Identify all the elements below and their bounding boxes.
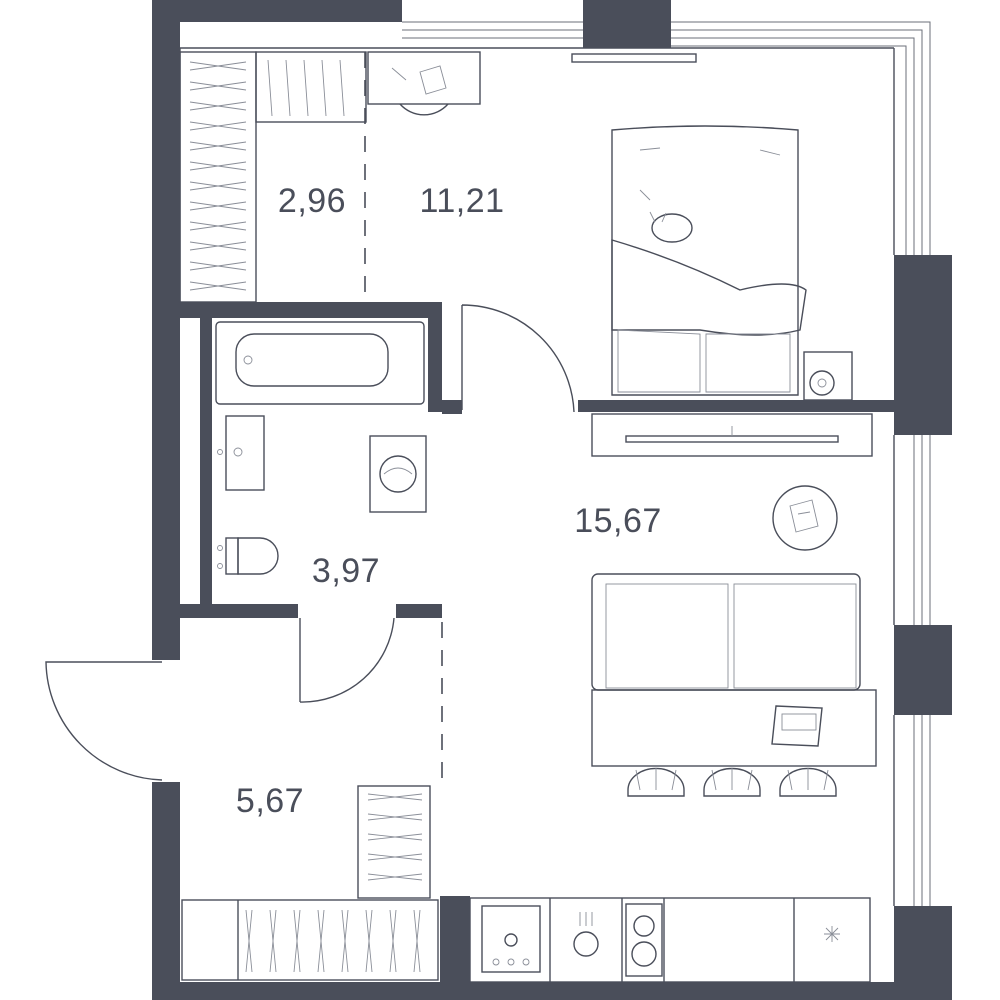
stove-icon bbox=[625, 903, 663, 977]
area-label-hallway: 5,67 bbox=[236, 782, 304, 820]
doors bbox=[45, 304, 575, 781]
kitchen-counter bbox=[469, 897, 871, 983]
fridge-icon bbox=[824, 926, 840, 942]
hallway-closet bbox=[181, 785, 439, 981]
washing-machine-icon bbox=[369, 435, 427, 513]
toilet-icon bbox=[217, 537, 279, 575]
tv-stand-icon bbox=[591, 413, 873, 457]
bed-icon bbox=[611, 125, 807, 396]
area-label-bedroom: 11,21 bbox=[419, 182, 504, 220]
area-label-living-kitchen: 15,67 bbox=[574, 502, 662, 540]
wardrobe-closet bbox=[179, 51, 367, 303]
cat-icon bbox=[649, 211, 693, 243]
area-label-bathroom: 3,97 bbox=[312, 552, 380, 590]
tv-icon bbox=[571, 53, 697, 63]
area-label-wardrobe: 2,96 bbox=[278, 182, 346, 220]
bathtub-icon bbox=[215, 321, 425, 405]
sofa-icon bbox=[591, 573, 861, 691]
sink-icon bbox=[217, 415, 265, 491]
window-frames bbox=[179, 21, 931, 906]
laptop-icon bbox=[771, 705, 823, 747]
kitchen-sink-icon bbox=[573, 912, 599, 957]
fan-icon bbox=[803, 351, 853, 401]
desk-icon bbox=[367, 51, 481, 116]
walls bbox=[152, 0, 952, 1000]
oven-icon bbox=[481, 905, 541, 973]
area-labels: 2,96 11,21 3,97 15,67 5,67 bbox=[236, 182, 662, 820]
chair-icon bbox=[627, 767, 837, 797]
table-icon bbox=[591, 689, 877, 767]
rug-icon bbox=[772, 485, 838, 551]
